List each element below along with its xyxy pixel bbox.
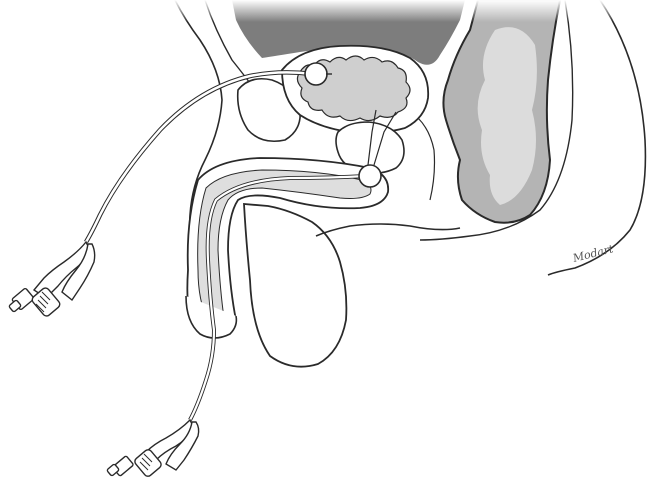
scrotum [244, 204, 346, 367]
urethral-catheter-connector [107, 420, 199, 478]
body-contour [548, 0, 645, 275]
suprapubic-catheter-connector [9, 242, 95, 318]
urethral-balloon [359, 165, 381, 187]
artist-signature: Modart [571, 242, 616, 265]
top-fade [0, 0, 661, 22]
perineal-line [418, 118, 435, 200]
perineum-curve [316, 224, 460, 236]
suprapubic-balloon [305, 63, 327, 85]
